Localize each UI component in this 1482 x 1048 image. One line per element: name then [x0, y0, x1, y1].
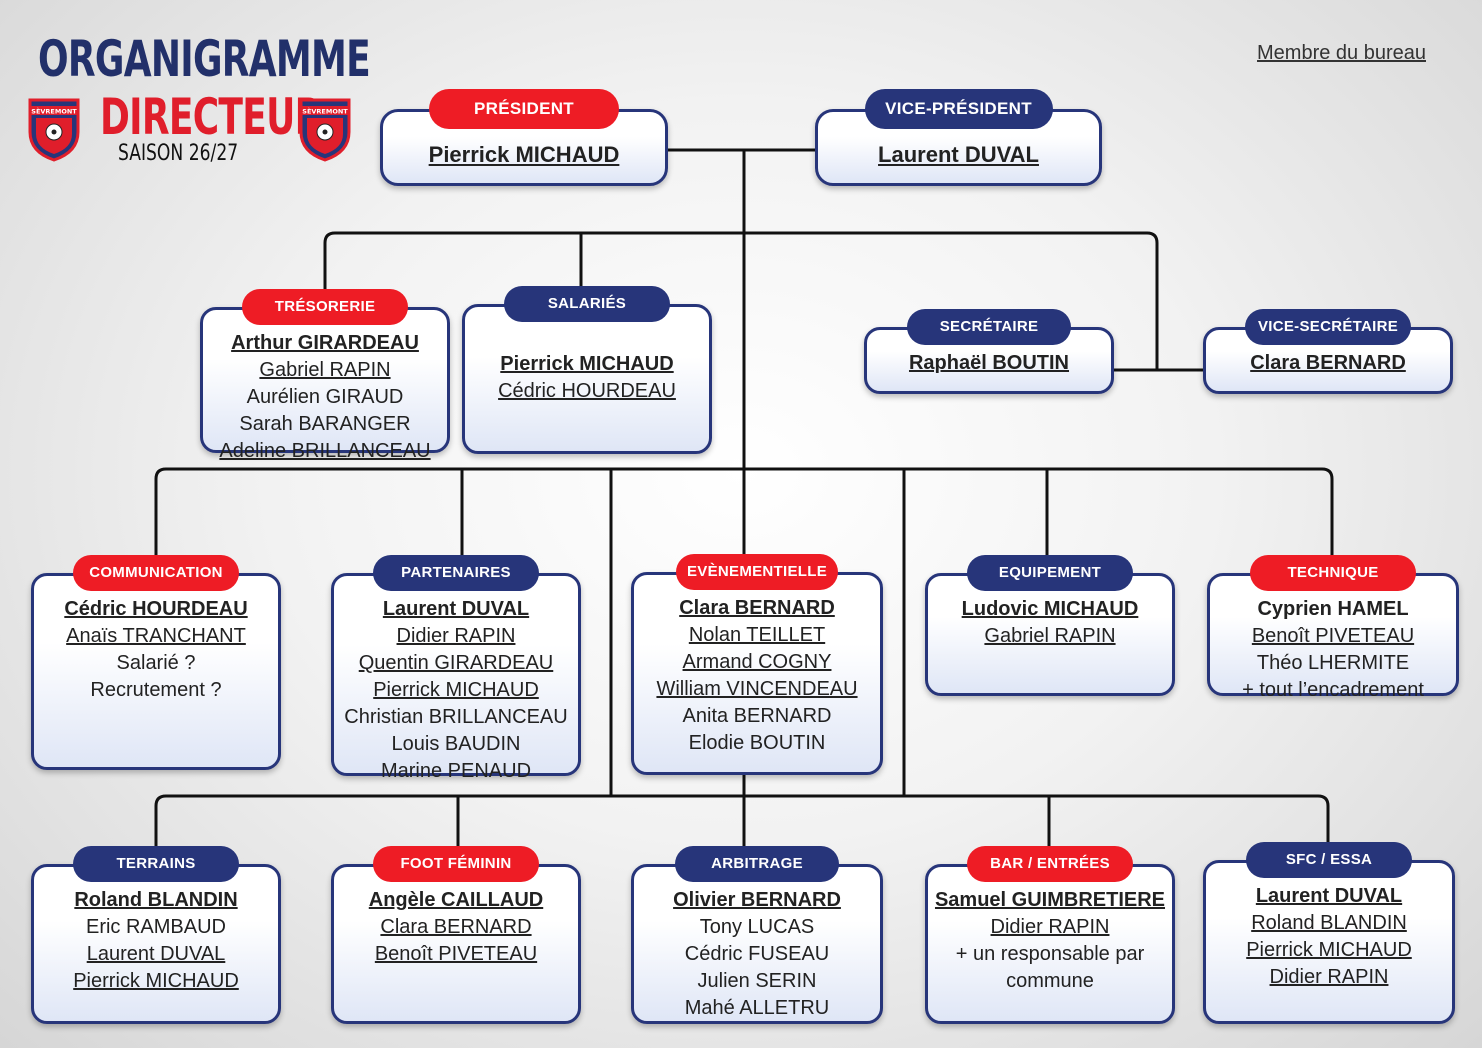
member-name: Nolan TEILLET — [688, 624, 826, 646]
box-evenementielle: Clara BERNARD Nolan TEILLET Armand COGNY Wi… — [631, 572, 883, 775]
badge-equipement: EQUIPEMENT — [967, 555, 1133, 591]
member-name: Aurélien GIRAUD — [246, 386, 404, 408]
box-vice-president: Laurent DUVAL — [815, 109, 1102, 186]
member-name: Marine PENAUD — [380, 760, 532, 782]
member-name: Pierrick MICHAUD — [428, 142, 620, 167]
badge-salaries: SALARIÉS — [504, 286, 670, 322]
box-tresorerie: Arthur GIRARDEAU Gabriel RAPIN Aurélien GI… — [200, 307, 450, 462]
box-technique: Cyprien HAMEL Benoît PIVETEAU Théo LHERMIT… — [1207, 573, 1459, 701]
member-name: Roland BLANDIN — [1251, 912, 1407, 934]
member-name: Arthur GIRARDEAU — [231, 332, 419, 354]
member-name: Théo LHERMITE — [1256, 652, 1410, 674]
club-crest-icon: SÈVREMONT — [28, 98, 80, 162]
member-name: + tout l’encadrement — [1242, 679, 1424, 701]
badge-evenementielle: EVÈNEMENTIELLE — [676, 554, 838, 590]
member-name: Clara BERNARD — [679, 597, 835, 619]
member-name: commune — [1006, 970, 1094, 992]
member-name: Salarié ? — [116, 652, 196, 674]
member-name: Mahé ALLETRU — [684, 997, 830, 1019]
member-name: Anaïs TRANCHANT — [66, 625, 246, 647]
club-crest-icon: SÈVREMONT — [299, 98, 351, 162]
member-name: Adeline BRILLANCEAU — [219, 440, 431, 462]
member-name: Laurent DUVAL — [86, 943, 226, 965]
badge-president: PRÉSIDENT — [429, 89, 619, 129]
box-communication: Cédric HOURDEAU Anaïs TRANCHANT Salarié ? R… — [31, 573, 281, 770]
member-name: Cédric HOURDEAU — [498, 380, 676, 402]
member-name: Gabriel RAPIN — [259, 359, 391, 381]
member-name: Louis BAUDIN — [391, 733, 521, 755]
member-name: Quentin GIRARDEAU — [358, 652, 554, 674]
member-name: William VINCENDEAU — [656, 678, 858, 700]
page-title: ORGANIGRAMME — [38, 30, 371, 88]
member-name: Pierrick MICHAUD — [500, 353, 674, 375]
member-name: Cyprien HAMEL — [1257, 598, 1409, 620]
member-name: Tony LUCAS — [699, 916, 815, 938]
member-name: Samuel GUIMBRETIERE — [934, 889, 1166, 911]
member-name: Cédric FUSEAU — [684, 943, 830, 965]
box-salaries: Pierrick MICHAUD Cédric HOURDEAU — [462, 304, 712, 454]
badge-bar-entrees: BAR / ENTRÉES — [967, 846, 1133, 882]
member-name: Didier RAPIN — [990, 916, 1110, 938]
member-name: Elodie BOUTIN — [688, 732, 826, 754]
member-name: Roland BLANDIN — [74, 889, 238, 911]
season-label: SAISON 26/27 — [118, 141, 239, 166]
member-name: Armand COGNY — [682, 651, 832, 673]
member-name: Benoît PIVETEAU — [1251, 625, 1415, 647]
member-name: Pierrick MICHAUD — [373, 679, 539, 701]
member-name: Clara BERNARD — [380, 916, 532, 938]
badge-tresorerie: TRÉSORERIE — [242, 289, 408, 325]
member-name: Angèle CAILLAUD — [368, 889, 544, 911]
svg-text:SÈVREMONT: SÈVREMONT — [31, 107, 77, 116]
member-name: Eric RAMBAUD — [85, 916, 226, 938]
member-name: Sarah BARANGER — [239, 413, 411, 435]
member-name: Gabriel RAPIN — [984, 625, 1116, 647]
badge-sfc-essa: SFC / ESSA — [1246, 842, 1412, 878]
box-terrains: Roland BLANDIN Eric RAMBAUD Laurent DUVAL P… — [31, 864, 281, 1024]
badge-vice-secretaire: VICE-SECRÉTAIRE — [1245, 309, 1411, 345]
member-name: Christian BRILLANCEAU — [344, 706, 568, 728]
badge-terrains: TERRAINS — [73, 846, 239, 882]
badge-partenaires: PARTENAIRES — [373, 555, 539, 591]
member-name: Didier RAPIN — [1269, 966, 1389, 988]
member-name: Pierrick MICHAUD — [1246, 939, 1412, 961]
badge-vice-president: VICE-PRÉSIDENT — [864, 89, 1053, 129]
badge-secretaire: SECRÉTAIRE — [907, 309, 1071, 345]
member-name: Raphaël BOUTIN — [908, 352, 1070, 374]
member-name: Clara BERNARD — [1250, 352, 1406, 374]
member-name: Ludovic MICHAUD — [961, 598, 1139, 620]
member-name: Recrutement ? — [90, 679, 222, 701]
member-name: Julien SERIN — [697, 970, 817, 992]
box-foot-feminin: Angèle CAILLAUD Clara BERNARD Benoît PIVET… — [331, 864, 581, 1024]
member-name: + un responsable par — [955, 943, 1145, 965]
badge-foot-feminin: FOOT FÉMININ — [373, 846, 539, 882]
member-name: Laurent DUVAL — [1255, 885, 1403, 907]
member-name: Didier RAPIN — [396, 625, 516, 647]
box-sfc-essa: Laurent DUVAL Roland BLANDIN Pierrick MICH… — [1203, 860, 1455, 1024]
badge-technique: TECHNIQUE — [1250, 555, 1416, 591]
legend-bureau-member: Membre du bureau — [1257, 42, 1426, 64]
box-equipement: Ludovic MICHAUD Gabriel RAPIN — [925, 573, 1175, 696]
box-partenaires: Laurent DUVAL Didier RAPIN Quentin GIRARDE… — [331, 573, 581, 782]
page-subtitle: DIRECTEUR — [100, 88, 322, 146]
member-name: Laurent DUVAL — [878, 142, 1039, 167]
member-name: Cédric HOURDEAU — [64, 598, 248, 620]
member-name: Laurent DUVAL — [382, 598, 530, 620]
badge-arbitrage: ARBITRAGE — [675, 846, 839, 882]
member-name: Pierrick MICHAUD — [73, 970, 239, 992]
box-arbitrage: Olivier BERNARD Tony LUCAS Cédric FUSEAU Ju… — [631, 864, 883, 1024]
member-name: Anita BERNARD — [682, 705, 832, 727]
member-name: Olivier BERNARD — [673, 889, 841, 911]
member-name: Benoît PIVETEAU — [374, 943, 538, 965]
box-bar-entrees: Samuel GUIMBRETIERE Didier RAPIN + un resp… — [925, 864, 1175, 1024]
badge-communication: COMMUNICATION — [73, 555, 239, 591]
svg-text:SÈVREMONT: SÈVREMONT — [302, 107, 348, 116]
